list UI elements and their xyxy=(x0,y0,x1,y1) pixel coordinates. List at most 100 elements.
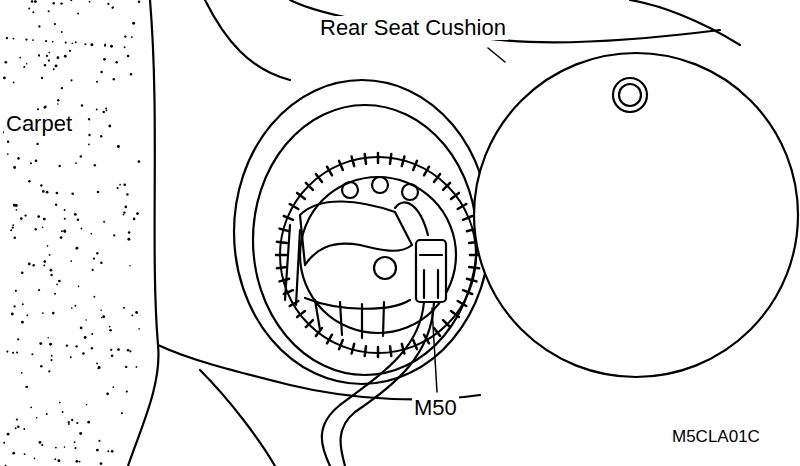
carpet-dot xyxy=(117,187,119,189)
cover-grommet xyxy=(613,78,647,112)
carpet-dot xyxy=(124,46,126,48)
carpet-dot xyxy=(92,269,94,271)
pump-body xyxy=(305,298,410,309)
carpet-dot xyxy=(104,45,106,47)
serration-tooth xyxy=(277,242,287,243)
carpet-dot xyxy=(102,111,104,113)
serration-tooth xyxy=(352,157,355,167)
carpet-dot xyxy=(31,353,33,355)
carpet-dot xyxy=(62,411,64,413)
carpet-dot xyxy=(70,356,72,358)
carpet-dot xyxy=(23,66,25,68)
carpet-dot xyxy=(129,265,131,267)
carpet-dot xyxy=(36,417,38,419)
carpet-dot xyxy=(44,64,47,67)
carpet-dot xyxy=(119,184,121,186)
access-hole-rim xyxy=(253,105,477,375)
serration-tooth xyxy=(306,183,313,190)
carpet-dot xyxy=(28,7,30,9)
serration-tooth xyxy=(469,267,479,268)
bolt xyxy=(402,184,418,200)
carpet-dot xyxy=(128,231,131,234)
carpet-dot xyxy=(56,283,58,285)
carpet-dot xyxy=(64,446,66,448)
carpet-dot xyxy=(94,164,96,166)
carpet-dot xyxy=(44,106,47,109)
panel-edge xyxy=(200,370,275,466)
carpet-dot xyxy=(38,25,40,27)
carpet-dot xyxy=(80,327,83,330)
carpet-dot xyxy=(80,155,82,157)
carpet-dot xyxy=(24,214,26,216)
carpet-dot xyxy=(39,342,42,345)
carpet-dot xyxy=(88,134,90,136)
carpet-dot xyxy=(16,418,18,420)
carpet-dot xyxy=(71,42,73,44)
seat-cushion-edge xyxy=(630,0,740,45)
carpet-dot xyxy=(103,221,105,223)
carpet-dot xyxy=(75,345,77,347)
connector-label: M50 xyxy=(412,396,459,420)
carpet-dot xyxy=(61,31,63,33)
fuel-pipe xyxy=(285,225,300,305)
carpet-dot xyxy=(46,191,49,194)
carpet-dot xyxy=(15,427,17,429)
carpet-dot xyxy=(97,191,100,194)
carpet-dot xyxy=(81,104,83,106)
carpet-dot xyxy=(74,447,76,449)
bolt xyxy=(342,182,358,198)
carpet-dot xyxy=(108,125,111,128)
carpet-dot xyxy=(136,366,138,368)
carpet-dot xyxy=(63,230,66,233)
carpet-dot xyxy=(77,13,79,15)
carpet-dot xyxy=(46,413,48,415)
carpet-dot xyxy=(109,329,112,332)
carpet-dot xyxy=(21,372,23,374)
carpet-dot xyxy=(124,206,127,209)
retainer-serration xyxy=(276,153,480,357)
carpet-dot xyxy=(47,337,49,339)
carpet-dot xyxy=(117,145,120,148)
carpet-dot xyxy=(138,328,140,330)
carpet-dot xyxy=(34,228,36,230)
carpet-dot xyxy=(48,52,50,54)
carpet-dot xyxy=(31,0,33,2)
panel-edge xyxy=(205,0,290,80)
carpet-dot xyxy=(5,464,7,466)
carpet-dot xyxy=(68,423,70,425)
carpet-dot xyxy=(57,103,59,105)
carpet-dot xyxy=(24,453,26,455)
carpet-dot xyxy=(16,351,18,353)
carpet-dot xyxy=(126,193,128,195)
carpet-dot xyxy=(57,99,60,102)
carpet-dot xyxy=(12,352,14,354)
carpet-dot xyxy=(37,215,40,218)
carpet-dot xyxy=(36,143,38,145)
part-label: Carpet xyxy=(4,112,74,136)
access-hole xyxy=(234,80,490,384)
serration-tooth xyxy=(451,193,459,199)
carpet-dot xyxy=(42,312,44,314)
serration-tooth xyxy=(365,346,366,356)
carpet-dot xyxy=(30,162,32,164)
carpet-dot xyxy=(79,432,82,435)
carpet-dot xyxy=(51,355,53,357)
serration-tooth xyxy=(443,320,450,327)
serration-tooth xyxy=(463,216,472,220)
serration-tooth xyxy=(434,328,440,336)
carpet-dot xyxy=(17,157,20,160)
carpet-dot xyxy=(91,347,93,349)
carpet-dot xyxy=(71,419,73,421)
serration-tooth xyxy=(402,157,405,167)
carpet-dot xyxy=(3,77,6,80)
serration-tooth xyxy=(458,301,467,306)
carpet-dot xyxy=(17,338,19,340)
carpet-dot xyxy=(50,274,52,276)
serration-tooth xyxy=(306,320,313,327)
carpet-dot xyxy=(131,314,133,316)
serration-tooth xyxy=(377,347,380,357)
carpet-dot xyxy=(100,71,103,74)
carpet-dot xyxy=(54,293,56,295)
serration-tooth xyxy=(413,340,417,349)
